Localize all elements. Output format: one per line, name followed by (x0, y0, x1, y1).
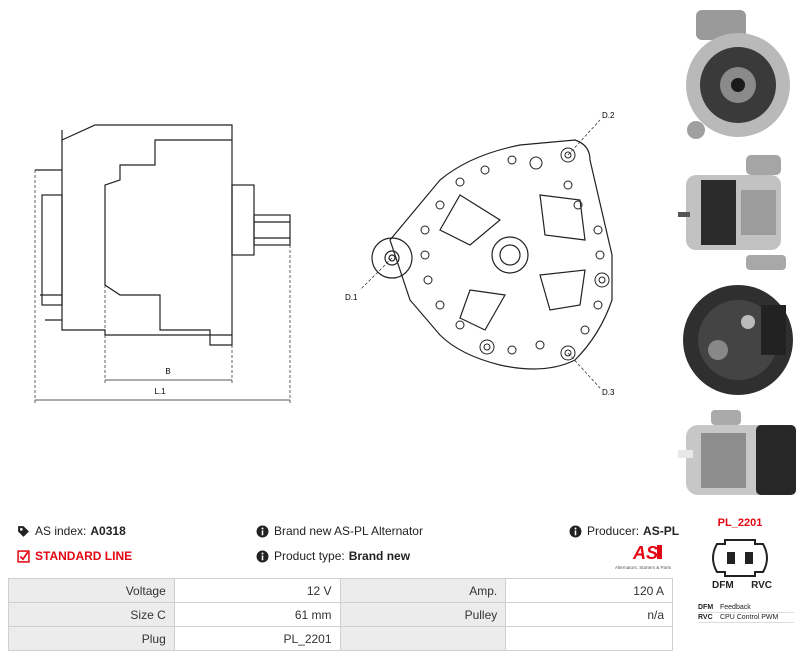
photo-front (686, 10, 790, 139)
terminal-rvc: RVC (751, 580, 772, 591)
plug-legend: DFM Feedback RVC CPU Control PWM (698, 603, 794, 623)
standard-line: STANDARD LINE (17, 549, 132, 563)
photo-rear (683, 285, 793, 395)
front-view-housing (389, 139, 613, 370)
d1-label: D.1 (345, 293, 358, 302)
product-type: Product type: Brand new (256, 549, 410, 563)
front-view-nut (491, 236, 529, 274)
dim-l1-label: L.1 (154, 387, 166, 396)
side-view-shaft (231, 184, 255, 256)
side-view-outline (61, 140, 232, 336)
legend-row: RVC CPU Control PWM (698, 613, 794, 623)
table-row: Voltage 12 V Amp. 120 A (8, 578, 673, 603)
producer: Producer: AS-PL (569, 524, 679, 538)
photo-top (678, 410, 796, 495)
product-photos (676, 0, 800, 510)
front-view-ear-d1 (371, 237, 413, 279)
side-view-pulley (253, 214, 291, 246)
plug-terminals: DFM RVC (712, 580, 772, 591)
table-row: Plug PL_2201 (8, 626, 673, 651)
technical-drawing: B L.1 D.1 D.2 D.3 (34, 111, 615, 405)
brand-info: Brand new AS-PL Alternator (256, 524, 423, 538)
checkbox-checked-icon (17, 549, 30, 563)
as-pl-logo: AS Alternators, Starters & Parts (615, 543, 672, 570)
legend-row: DFM Feedback (698, 603, 794, 613)
info-icon (256, 525, 269, 537)
dim-b-label: B (165, 367, 170, 376)
tag-icon (18, 525, 29, 537)
d3-label: D.3 (602, 388, 615, 397)
spec-table: Voltage 12 V Amp. 120 A Size C 61 mm Pul… (8, 578, 673, 651)
table-row: Size C 61 mm Pulley n/a (8, 602, 673, 627)
photo-side (678, 155, 786, 270)
svg-text:AS: AS (632, 543, 658, 563)
terminal-dfm: DFM (712, 580, 734, 591)
as-index: AS index: A0318 (17, 524, 126, 538)
plug-connector-icon (712, 539, 768, 577)
d2-label: D.2 (602, 111, 615, 120)
info-icon (256, 550, 269, 562)
info-icon (569, 525, 582, 537)
plug-name: PL_2201 (717, 517, 763, 529)
side-view-body (61, 124, 233, 346)
svg-text:Alternators, Starters & Parts: Alternators, Starters & Parts (615, 565, 672, 570)
